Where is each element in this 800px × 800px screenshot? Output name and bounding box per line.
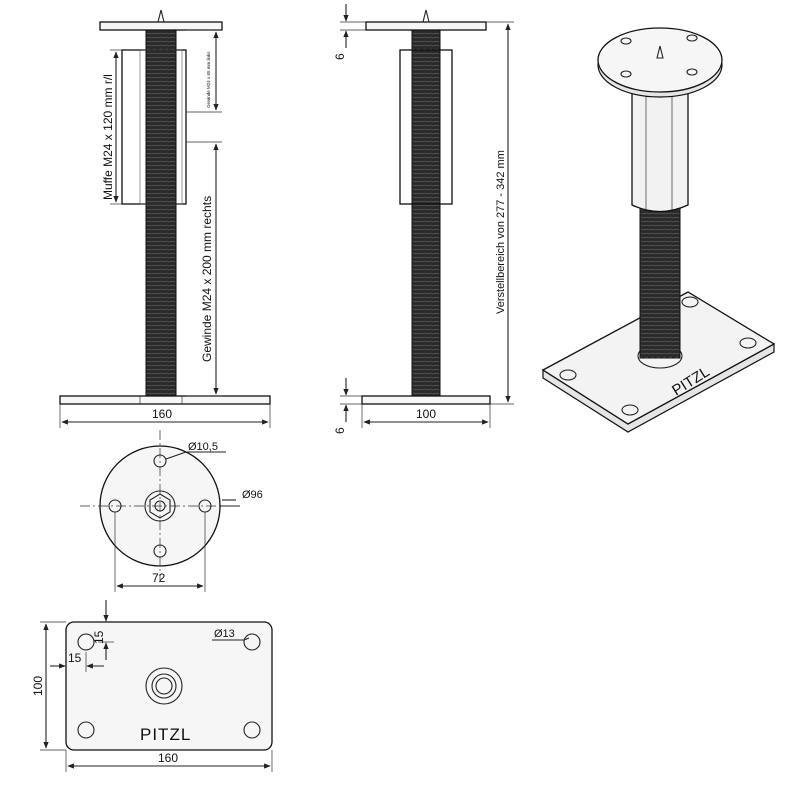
iso-top-plate (597, 27, 723, 93)
gewinde-label: Gewinde M24 x 200 mm rechts (200, 196, 214, 362)
top-view: Ø10,5 Ø96 72 (80, 430, 263, 592)
front-base-plate (59, 395, 271, 405)
side-width-label: 100 (416, 407, 436, 421)
iso-threaded-rod (639, 204, 681, 359)
front-top-tip (157, 9, 165, 23)
side-bottom-thickness: 6 (333, 427, 347, 434)
muffe-label: Muffe M24 x 120 mm r/l (101, 74, 115, 200)
base-width-label: 160 (158, 751, 178, 765)
base-brand: PITZL (140, 725, 191, 744)
side-threaded-rod (411, 29, 441, 397)
base-plate-outline (65, 621, 273, 751)
side-sleeve (399, 49, 453, 205)
side-view: 6 6 Verstellbereich von 277 - 342 mm 100 (333, 4, 514, 434)
iso-sleeve (631, 91, 689, 213)
side-top-thickness: 6 (333, 53, 347, 60)
base-hole-label: Ø13 (214, 628, 235, 640)
top-diameter-label: Ø96 (242, 489, 263, 501)
front-top-plate (99, 21, 223, 31)
front-sleeve-inner (139, 49, 183, 205)
top-hole-label: Ø10,5 (188, 441, 218, 453)
side-base-plate (361, 395, 491, 405)
base-offset-y: 15 (92, 630, 106, 644)
base-offset-x: 15 (68, 651, 82, 665)
range-label: Verstellbereich von 277 - 342 mm (495, 150, 507, 314)
front-width-label: 160 (152, 407, 172, 421)
top-pitch-label: 72 (152, 571, 166, 585)
small-thread-note: Gewinde M24 x 65 mm links (206, 51, 211, 108)
front-view: Muffe M24 x 120 mm r/l Gewinde M24 x 65 … (59, 9, 271, 428)
iso-view: PITZL (541, 27, 776, 433)
side-top-plate (365, 21, 487, 31)
base-height-label: 100 (31, 676, 45, 696)
base-view: PITZL 15 15 Ø13 100 160 (31, 600, 273, 772)
front-threaded-rod (145, 29, 177, 397)
